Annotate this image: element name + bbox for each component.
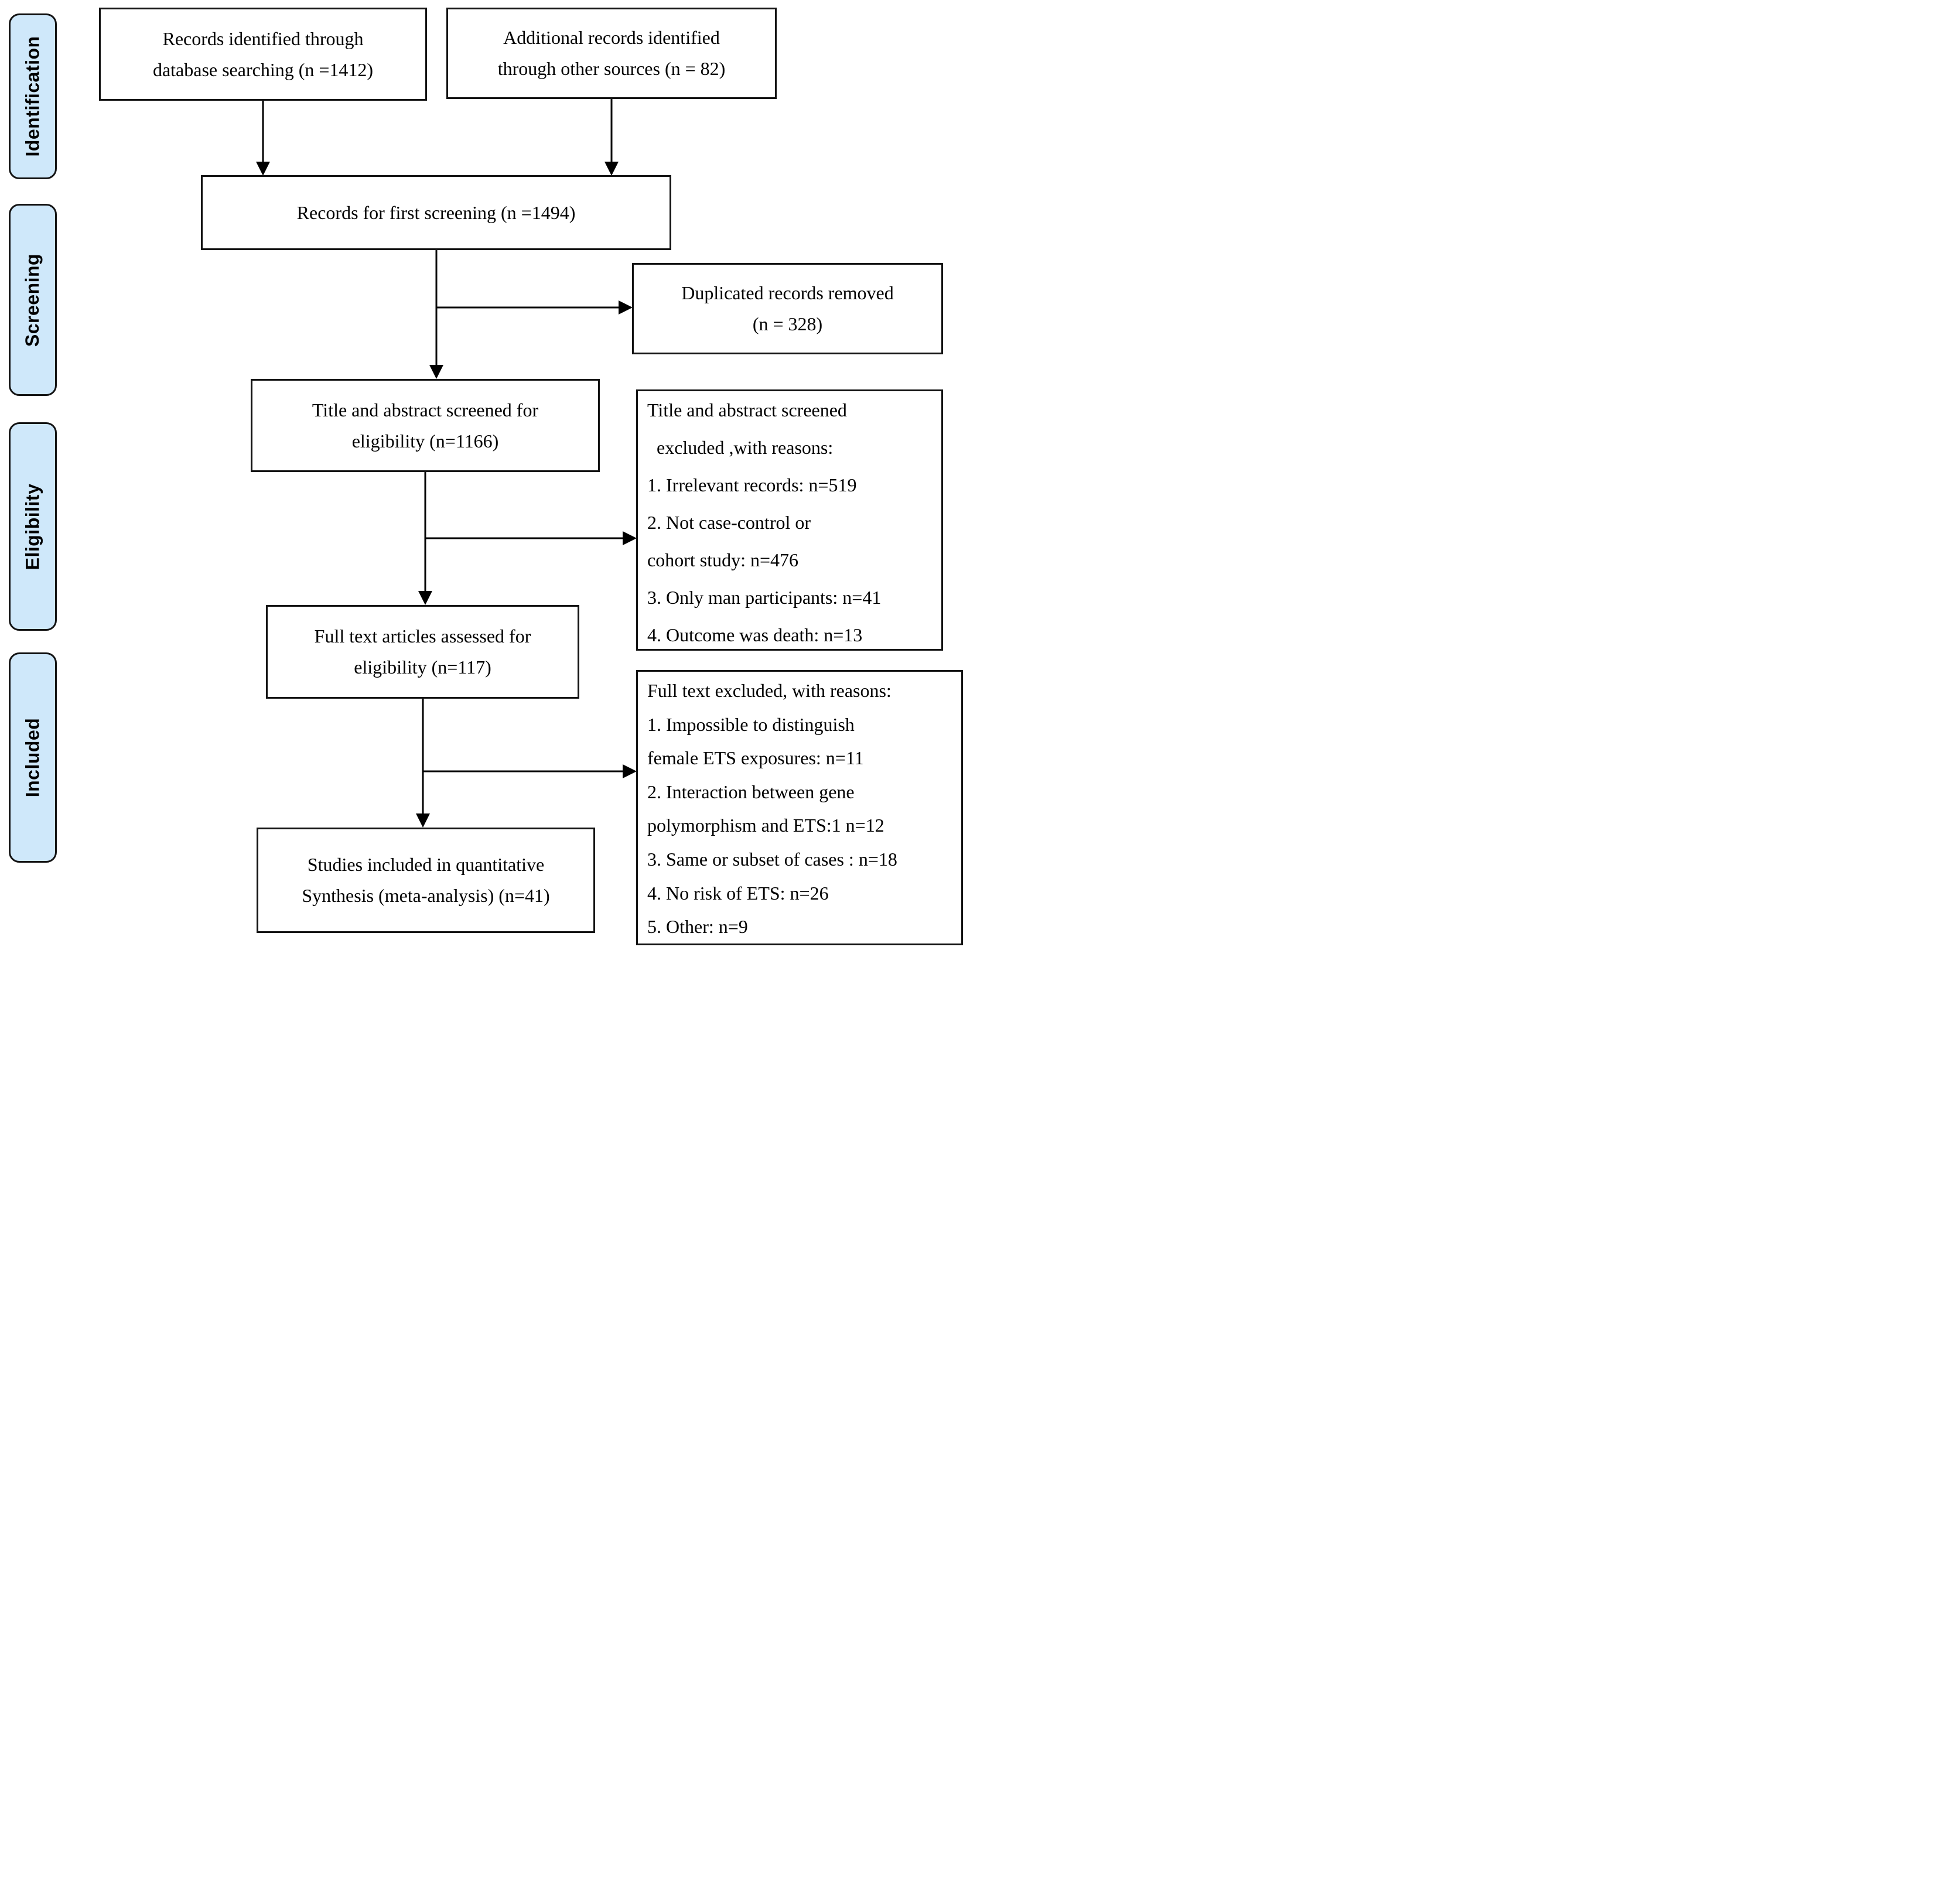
arrow-branch-to-duplicates-removed (436, 300, 633, 315)
stage-screening-label: Screening (22, 253, 43, 347)
arrow-branch-to-full-text-excluded (423, 764, 637, 778)
stage-eligibility-label: Eligibility (22, 483, 43, 570)
arrow-branch-to-title-abstract-excluded (425, 531, 637, 545)
box-title-abstract-screened: Title and abstract screened for eligibil… (251, 379, 600, 472)
box-additional-records-other-sources: Additional records identified through ot… (446, 8, 777, 99)
prisma-flow-diagram: Identification Screening Eligibility Inc… (0, 0, 970, 952)
stage-identification: Identification (9, 13, 57, 179)
box-records-database-searching: Records identified through database sear… (99, 8, 427, 101)
box-records-first-screening: Records for first screening (n =1494) (201, 175, 671, 250)
stage-screening: Screening (9, 204, 57, 396)
stage-identification-label: Identification (22, 36, 43, 157)
arrow-full-text-to-included (416, 699, 430, 828)
arrow-database-to-first-screening (256, 100, 270, 176)
box-duplicated-records-removed: Duplicated records removed (n = 328) (632, 263, 943, 354)
box-full-text-assessed: Full text articles assessed for eligibil… (266, 605, 579, 699)
box-full-text-excluded-reasons: Full text excluded, with reasons: 1. Imp… (636, 670, 963, 945)
stage-included-label: Included (22, 717, 43, 798)
arrow-title-abstract-to-full-text (418, 472, 432, 605)
box-title-abstract-excluded-reasons: Title and abstract screened excluded ,wi… (636, 389, 943, 651)
stage-included: Included (9, 652, 57, 863)
arrow-first-screening-to-title-abstract (429, 250, 443, 379)
arrow-other-sources-to-first-screening (604, 99, 619, 176)
stage-eligibility: Eligibility (9, 422, 57, 631)
box-studies-included-meta-analysis: Studies included in quantitative Synthes… (257, 828, 595, 933)
